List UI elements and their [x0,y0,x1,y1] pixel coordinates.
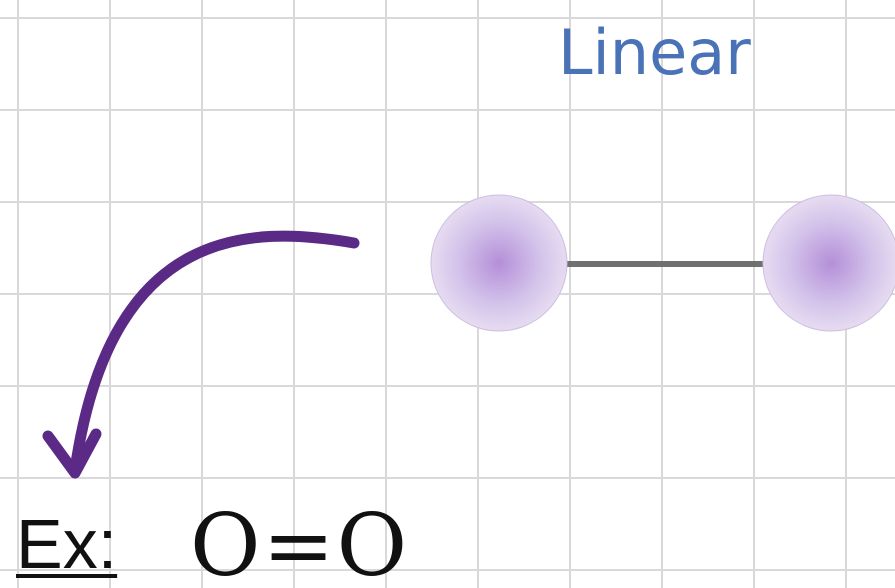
example-label: Ex: [16,505,118,583]
diagram-title: Linear [558,16,751,89]
molecule-atom-right [762,194,895,332]
molecule-atom-left [430,194,568,332]
example-formula: O=O [190,496,410,588]
curved-arrow-icon [42,230,360,479]
